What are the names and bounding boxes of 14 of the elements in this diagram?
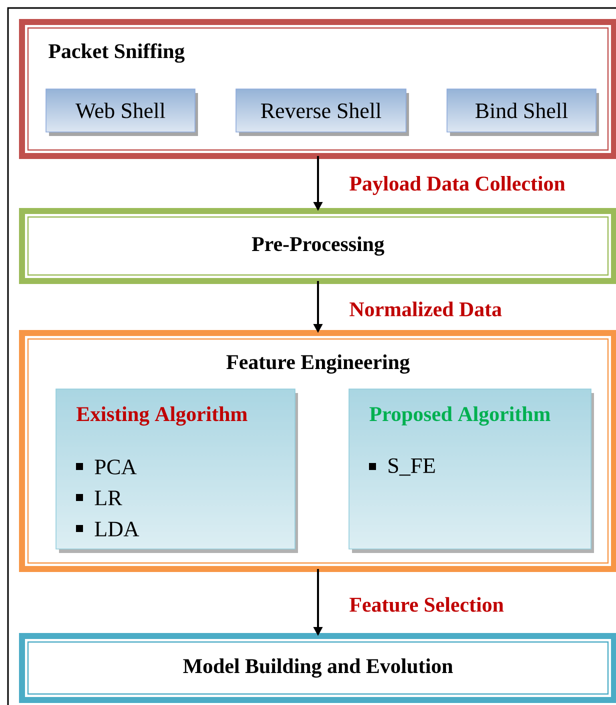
process-box: Web Shell <box>46 88 198 136</box>
edge-label: Payload Data Collection <box>348 174 566 196</box>
bullet-item: PCA <box>76 460 137 474</box>
algorithm-card: Existing Algorithm PCA LR LDA <box>56 388 298 553</box>
algorithm-card: Proposed Algorithm S_FE <box>348 388 594 553</box>
process-box: Reverse Shell <box>236 88 409 136</box>
bullet-item: LR <box>76 490 122 506</box>
bullet-item: S_FE <box>369 458 435 476</box>
edge-label: Normalized Data <box>348 300 503 318</box>
group-box: Model Building and Evolution <box>19 633 616 703</box>
bullet-item: LDA <box>76 522 140 536</box>
group-box: Pre-Processing <box>19 208 616 284</box>
edge-label: Feature Selection <box>348 596 505 613</box>
process-box: Bind Shell <box>446 88 599 136</box>
